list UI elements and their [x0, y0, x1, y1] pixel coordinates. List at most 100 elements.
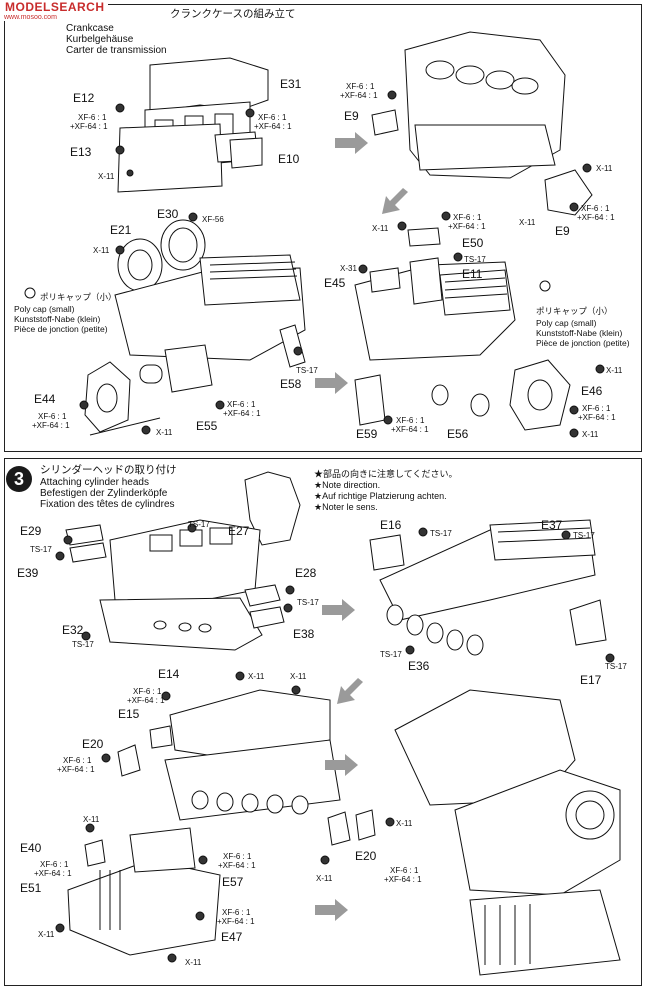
paint-ts17-e16: TS-17 — [430, 529, 452, 538]
paint-x11-e20c: X-11 — [316, 874, 333, 883]
paint-x11-subframe-left: X-11 — [38, 930, 55, 939]
paint-xf6-e10: XF-6 : 1 — [258, 113, 287, 122]
part-label-e36: E36 — [408, 659, 430, 673]
polycap-left-jp: ポリキャップ（小） — [40, 292, 117, 302]
paint-xf6-e14: XF-6 : 1 — [133, 687, 162, 696]
note-en: ★Note direction. — [314, 480, 381, 490]
part-label-e9-lower: E9 — [555, 224, 570, 238]
paint-xf6-e46: XF-6 : 1 — [582, 404, 611, 413]
step-2-title-en: Crankcase — [66, 23, 114, 34]
paint-xf64-e55: +XF-64 : 1 — [223, 409, 261, 418]
paint-xf6-e20: XF-6 : 1 — [63, 756, 92, 765]
part-label-e31: E31 — [280, 77, 302, 91]
paint-xf6-e47: XF-6 : 1 — [222, 908, 251, 917]
paint-xf64-e46: +XF-64 : 1 — [578, 413, 616, 422]
part-label-e58: E58 — [280, 377, 302, 391]
paint-ts17-e36: TS-17 — [380, 650, 402, 659]
paint-xf64-e59: +XF-64 : 1 — [391, 425, 429, 434]
watermark-logo: MODELSEARCH — [2, 0, 108, 14]
step-3-title-fr: Fixation des têtes de cylindres — [40, 499, 175, 510]
note-fr: ★Noter le sens. — [314, 502, 378, 512]
paint-xf64-e10: +XF-64 : 1 — [254, 122, 292, 131]
part-label-e46: E46 — [581, 384, 603, 398]
paint-xf64-e20b: +XF-64 : 1 — [384, 875, 422, 884]
polycap-left-de: Kunststoff-Nabe (klein) — [14, 314, 101, 324]
part-label-e12: E12 — [73, 91, 95, 105]
paint-xf6-e50: XF-6 : 1 — [453, 213, 482, 222]
paint-xf6-e9b: XF-6 : 1 — [581, 204, 610, 213]
paint-xf64-e9b: +XF-64 : 1 — [577, 213, 615, 222]
part-label-e13: E13 — [70, 145, 92, 159]
paint-ts17-e29: TS-17 — [30, 545, 52, 554]
part-label-e10: E10 — [278, 152, 300, 166]
part-label-e20-right: E20 — [355, 849, 377, 863]
polycap-left-fr: Pièce de jonction (petite) — [14, 324, 108, 334]
part-label-e28: E28 — [295, 566, 317, 580]
step-3-title-en: Attaching cylinder heads — [40, 477, 149, 488]
part-label-e9-upper: E9 — [344, 109, 359, 123]
part-label-e47: E47 — [221, 930, 243, 944]
step-2-title-de: Kurbelgehäuse — [66, 34, 134, 45]
note-de: ★Auf richtige Platzierung achten. — [314, 491, 447, 501]
paint-xf64-e14: +XF-64 : 1 — [127, 696, 165, 705]
part-label-e30: E30 — [157, 207, 179, 221]
part-label-e17: E17 — [580, 673, 602, 687]
part-label-e15: E15 — [118, 707, 140, 721]
paint-ts17-e32: TS-17 — [72, 640, 94, 649]
paint-xf6-e20b: XF-6 : 1 — [390, 866, 419, 875]
paint-xf64-e57: +XF-64 : 1 — [218, 861, 256, 870]
paint-x11-e14b: X-11 — [290, 672, 307, 681]
part-label-e20-left: E20 — [82, 737, 104, 751]
polycap-right-fr: Pièce de jonction (petite) — [536, 338, 630, 348]
part-label-e27: E27 — [228, 524, 250, 538]
part-label-e14: E14 — [158, 667, 180, 681]
paint-xf56-e30: XF-56 — [202, 215, 224, 224]
paint-xf6-e40: XF-6 : 1 — [40, 860, 69, 869]
part-label-e21: E21 — [110, 223, 132, 237]
part-label-e56: E56 — [447, 427, 469, 441]
paint-xf64-e50: +XF-64 : 1 — [448, 222, 486, 231]
paint-xf64-e9: +XF-64 : 1 — [340, 91, 378, 100]
paint-x11-e20b: X-11 — [396, 819, 413, 828]
part-label-e39: E39 — [17, 566, 39, 580]
paint-ts17-e17: TS-17 — [605, 662, 627, 671]
paint-xf64-e40: +XF-64 : 1 — [34, 869, 72, 878]
part-label-e57: E57 — [222, 875, 244, 889]
paint-xf64-e47: +XF-64 : 1 — [217, 917, 255, 926]
paint-x11-e44: X-11 — [156, 428, 173, 437]
paint-xf64-e44: +XF-64 : 1 — [32, 421, 70, 430]
paint-ts17-e27: TS-17 — [188, 520, 210, 529]
paint-xf6-e59: XF-6 : 1 — [396, 416, 425, 425]
polycap-right-en: Poly cap (small) — [536, 318, 597, 328]
watermark-url: www.mosoo.com — [2, 14, 59, 21]
paint-x11-e14a: X-11 — [248, 672, 265, 681]
paint-xf64-e20: +XF-64 : 1 — [57, 765, 95, 774]
part-label-e11: E11 — [462, 267, 483, 281]
paint-xf64-e12: +XF-64 : 1 — [70, 122, 108, 131]
part-label-e37: E37 — [541, 518, 563, 532]
paint-x11-e13: X-11 — [98, 172, 115, 181]
paint-xf6-e12: XF-6 : 1 — [78, 113, 107, 122]
paint-x11-subframe-bottom: X-11 — [185, 958, 202, 967]
part-label-e51: E51 — [20, 881, 42, 895]
note-jp: ★部品の向きに注意してください。 — [314, 469, 458, 479]
step-2-title-jp: クランクケースの組み立て — [170, 8, 296, 20]
step-number-badge: 3 — [6, 466, 32, 492]
paint-x11-crank: X-11 — [519, 218, 536, 227]
step-3-title-de: Befestigen der Zylinderköpfe — [40, 488, 168, 499]
paint-x11-e40: X-11 — [83, 815, 100, 824]
polycap-right-jp: ポリキャップ（小） — [536, 306, 613, 316]
polycap-left-en: Poly cap (small) — [14, 304, 75, 314]
paint-x11-e46b: X-11 — [582, 430, 599, 439]
polycap-right-de: Kunststoff-Nabe (klein) — [536, 328, 623, 338]
part-label-e50: E50 — [462, 236, 484, 250]
paint-ts17-e58: TS-17 — [296, 366, 318, 375]
paint-xf6-e57: XF-6 : 1 — [223, 852, 252, 861]
paint-x11-e46: X-11 — [606, 366, 623, 375]
step-2-title-fr: Carter de transmission — [66, 45, 167, 56]
part-label-e59: E59 — [356, 427, 378, 441]
paint-xf6-e44: XF-6 : 1 — [38, 412, 67, 421]
paint-x11-e50: X-11 — [372, 224, 389, 233]
